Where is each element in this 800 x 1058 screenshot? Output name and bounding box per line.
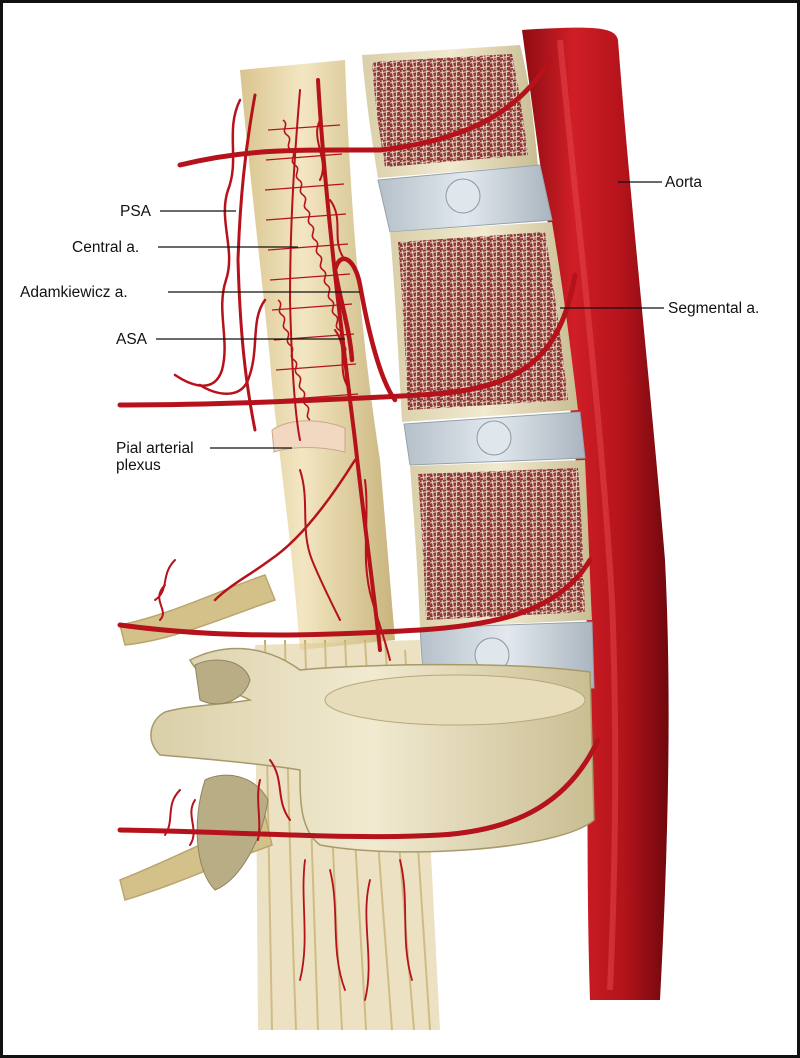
label-pial-line-2: plexus (116, 457, 161, 474)
label-central-artery: Central a. (72, 239, 140, 256)
label-segmental-artery: Segmental a. (668, 300, 760, 317)
label-pial-arterial-plexus: Pial arterial plexus (116, 440, 194, 474)
anterior-spinal-artery (316, 78, 382, 652)
upper-vertebrae (362, 45, 595, 691)
label-psa: PSA (120, 203, 152, 220)
segmental-artery-2 (117, 272, 578, 408)
cut-cord-surface (271, 420, 346, 453)
label-adamkiewicz-artery: Adamkiewicz a. (20, 284, 128, 301)
adamkiewicz-artery (332, 256, 398, 403)
segmental-artery-4 (117, 737, 601, 840)
label-pial-line-1: Pial arterial (116, 440, 194, 457)
lower-vertebra (150, 647, 595, 891)
posterior-spinal-artery (236, 93, 257, 432)
segmental-artery-1 (177, 57, 553, 168)
arteries (117, 57, 601, 1001)
label-aorta: Aorta (665, 174, 703, 191)
spinal-cord (240, 60, 395, 650)
pial-plexus-vessels (264, 124, 359, 401)
label-asa: ASA (116, 331, 148, 348)
segmental-artery-3 (117, 557, 593, 638)
central-artery-chain (277, 119, 348, 421)
